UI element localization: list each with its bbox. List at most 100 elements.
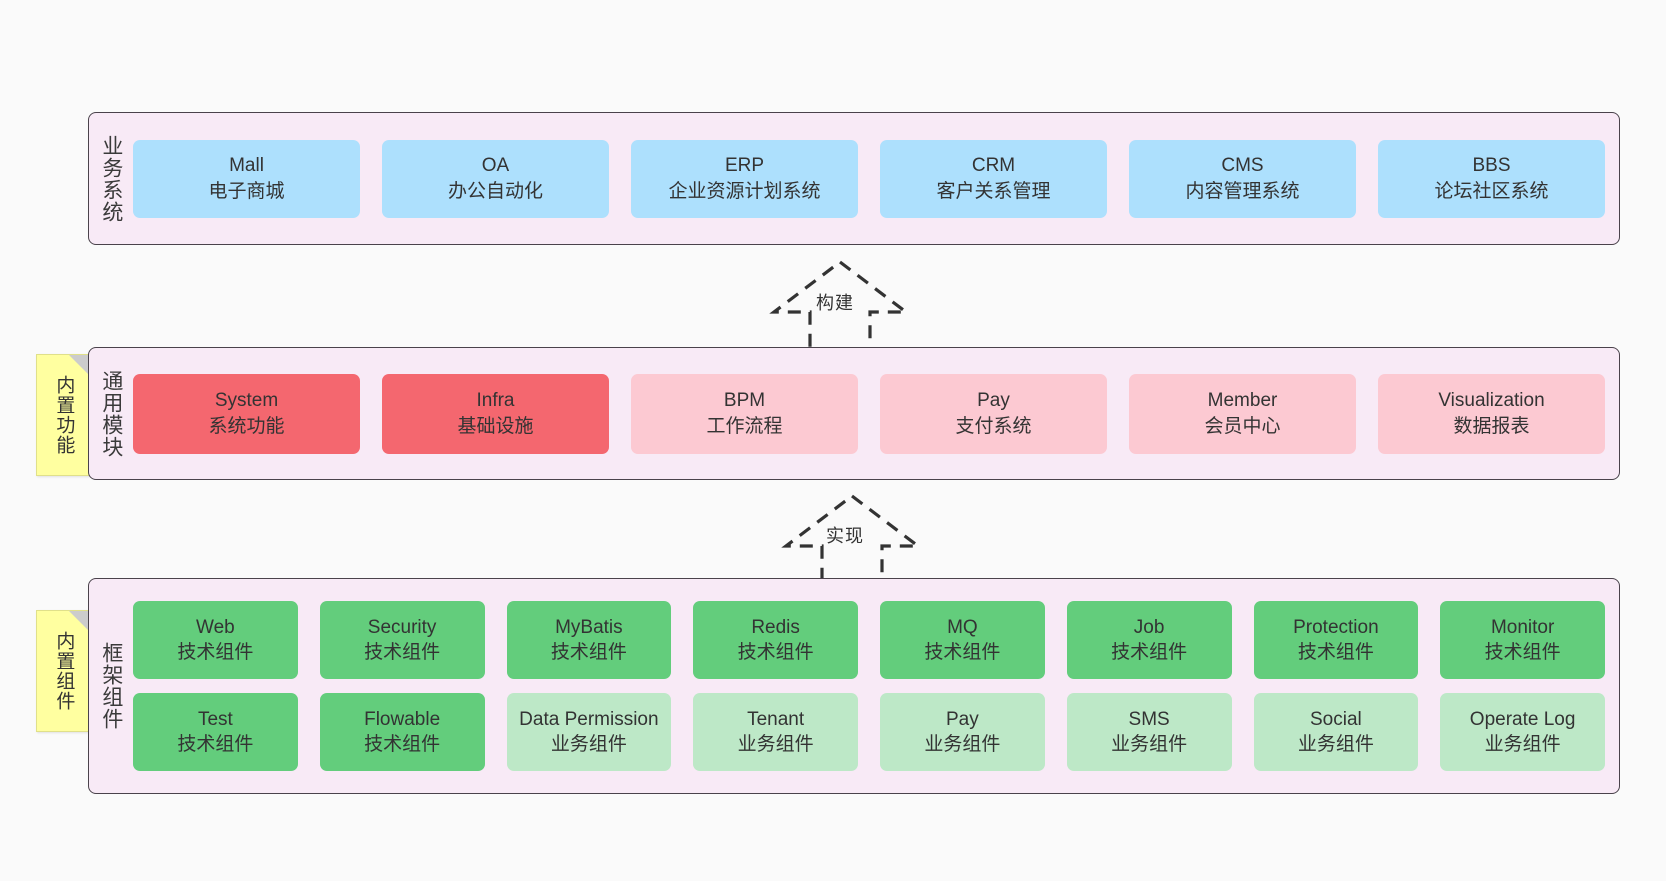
block-title: Infra xyxy=(476,390,515,412)
framework-block-mybatis[interactable]: MyBatis 技术组件 xyxy=(506,601,672,679)
framework-block-job[interactable]: Job 技术组件 xyxy=(1066,601,1232,679)
block-title: Tenant xyxy=(747,708,805,730)
block-subtitle: 办公自动化 xyxy=(447,180,543,202)
block-subtitle: 基础设施 xyxy=(457,415,534,437)
common-module-blocks: System 系统功能 Infra 基础设施 BPM 工作流程 Pay 支付系统… xyxy=(133,348,1619,479)
framework-block-test[interactable]: Test 技术组件 xyxy=(133,693,298,771)
block-subtitle: 企业资源计划系统 xyxy=(668,180,821,202)
business-block-bbs[interactable]: BBS 论坛社区系统 xyxy=(1378,139,1605,218)
framework-block-monitor[interactable]: Monitor 技术组件 xyxy=(1440,601,1605,679)
framework-component-blocks: Web 技术组件 Security 技术组件 MyBatis 技术组件 Redi… xyxy=(133,579,1619,793)
framework-block-pay[interactable]: Pay 业务组件 xyxy=(880,693,1045,771)
framework-block-tenant[interactable]: Tenant 业务组件 xyxy=(693,693,858,771)
block-subtitle: 技术组件 xyxy=(1484,642,1561,663)
build-arrow-label: 构建 xyxy=(816,293,854,313)
common-module-layer-label: 通用模块 xyxy=(99,369,123,458)
framework-biz-row: Test 技术组件 Flowable 技术组件 Data Permission … xyxy=(133,693,1605,771)
block-title: MQ xyxy=(947,616,978,638)
business-block-oa[interactable]: OA 办公自动化 xyxy=(382,139,609,218)
block-title: Visualization xyxy=(1438,390,1545,412)
block-title: Social xyxy=(1310,708,1362,730)
block-subtitle: 技术组件 xyxy=(924,642,1001,663)
block-subtitle: 业务组件 xyxy=(1484,734,1561,755)
framework-tech-row: Web 技术组件 Security 技术组件 MyBatis 技术组件 Redi… xyxy=(133,601,1605,679)
block-title: CMS xyxy=(1221,155,1264,177)
framework-component-layer: 框架组件 Web 技术组件 Security 技术组件 MyBatis 技术组件… xyxy=(88,578,1620,794)
framework-block-sms[interactable]: SMS 业务组件 xyxy=(1066,693,1232,771)
block-subtitle: 支付系统 xyxy=(955,415,1032,437)
common-block-pay[interactable]: Pay 支付系统 xyxy=(880,373,1107,454)
block-subtitle: 技术组件 xyxy=(364,734,441,755)
block-subtitle: 技术组件 xyxy=(550,642,627,663)
common-block-bpm[interactable]: BPM 工作流程 xyxy=(631,373,858,454)
common-block-system[interactable]: System 系统功能 xyxy=(133,373,360,454)
business-block-mall[interactable]: Mall 电子商城 xyxy=(133,139,360,218)
block-subtitle: 电子商城 xyxy=(208,180,285,202)
block-title: Data Permission xyxy=(519,708,659,730)
block-subtitle: 技术组件 xyxy=(177,734,254,755)
business-system-blocks: Mall 电子商城 OA 办公自动化 ERP 企业资源计划系统 CRM 客户关系… xyxy=(133,113,1619,244)
block-subtitle: 数据报表 xyxy=(1453,415,1530,437)
block-subtitle: 论坛社区系统 xyxy=(1434,180,1549,202)
framework-block-protection[interactable]: Protection 技术组件 xyxy=(1253,601,1419,679)
business-system-layer: 业务系统 Mall 电子商城 OA 办公自动化 ERP 企业资源计划系统 CRM… xyxy=(88,112,1620,245)
framework-block-security[interactable]: Security 技术组件 xyxy=(319,601,485,679)
block-title: Job xyxy=(1133,616,1165,638)
common-module-layer: 通用模块 System 系统功能 Infra 基础设施 BPM 工作流程 Pay… xyxy=(88,347,1620,480)
common-block-member[interactable]: Member 会员中心 xyxy=(1129,373,1356,454)
block-subtitle: 业务组件 xyxy=(1297,734,1374,755)
block-title: BBS xyxy=(1472,155,1511,177)
common-block-visualization[interactable]: Visualization 数据报表 xyxy=(1378,373,1605,454)
block-title: Pay xyxy=(977,390,1010,412)
sticky-note-builtin-features: 内置功能 xyxy=(36,354,90,476)
block-subtitle: 业务组件 xyxy=(1111,734,1188,755)
business-block-cms[interactable]: CMS 内容管理系统 xyxy=(1129,139,1356,218)
framework-block-web[interactable]: Web 技术组件 xyxy=(133,601,298,679)
framework-block-redis[interactable]: Redis 技术组件 xyxy=(693,601,858,679)
framework-block-mq[interactable]: MQ 技术组件 xyxy=(880,601,1045,679)
block-subtitle: 业务组件 xyxy=(924,734,1001,755)
block-subtitle: 业务组件 xyxy=(550,734,627,755)
framework-block-flowable[interactable]: Flowable 技术组件 xyxy=(319,693,485,771)
business-block-crm[interactable]: CRM 客户关系管理 xyxy=(880,139,1107,218)
block-subtitle: 业务组件 xyxy=(737,734,814,755)
framework-block-data-permission[interactable]: Data Permission 业务组件 xyxy=(506,693,672,771)
block-title: Monitor xyxy=(1490,616,1555,638)
block-title: SMS xyxy=(1128,708,1170,730)
block-title: Redis xyxy=(751,616,800,638)
block-title: Pay xyxy=(946,708,979,730)
business-system-layer-label: 业务系统 xyxy=(99,134,123,223)
block-title: CRM xyxy=(971,155,1016,177)
business-system-row: Mall 电子商城 OA 办公自动化 ERP 企业资源计划系统 CRM 客户关系… xyxy=(133,139,1605,218)
block-subtitle: 技术组件 xyxy=(364,642,441,663)
block-subtitle: 技术组件 xyxy=(177,642,254,663)
block-subtitle: 内容管理系统 xyxy=(1185,180,1300,202)
framework-block-social[interactable]: Social 业务组件 xyxy=(1253,693,1419,771)
block-subtitle: 系统功能 xyxy=(208,415,285,437)
block-title: Web xyxy=(196,616,235,638)
common-block-infra[interactable]: Infra 基础设施 xyxy=(382,373,609,454)
business-block-erp[interactable]: ERP 企业资源计划系统 xyxy=(631,139,858,218)
block-title: Member xyxy=(1207,390,1278,412)
block-title: BPM xyxy=(723,390,766,412)
block-title: Mall xyxy=(229,155,264,177)
block-title: Test xyxy=(197,708,233,730)
block-title: Operate Log xyxy=(1469,708,1576,730)
block-title: Protection xyxy=(1293,616,1379,638)
block-title: MyBatis xyxy=(555,616,623,638)
block-title: System xyxy=(214,390,279,412)
block-title: ERP xyxy=(724,155,765,177)
block-subtitle: 客户关系管理 xyxy=(936,180,1051,202)
block-subtitle: 技术组件 xyxy=(1111,642,1188,663)
block-title: Security xyxy=(367,616,437,638)
block-subtitle: 会员中心 xyxy=(1204,415,1281,437)
implement-arrow-label: 实现 xyxy=(826,526,864,546)
framework-block-operate-log[interactable]: Operate Log 业务组件 xyxy=(1440,693,1605,771)
block-title: Flowable xyxy=(364,708,441,730)
sticky-note-builtin-components: 内置组件 xyxy=(36,610,90,732)
block-subtitle: 技术组件 xyxy=(737,642,814,663)
common-module-row: System 系统功能 Infra 基础设施 BPM 工作流程 Pay 支付系统… xyxy=(133,373,1605,454)
block-title: OA xyxy=(481,155,510,177)
block-subtitle: 技术组件 xyxy=(1297,642,1374,663)
framework-component-layer-label: 框架组件 xyxy=(99,642,123,730)
